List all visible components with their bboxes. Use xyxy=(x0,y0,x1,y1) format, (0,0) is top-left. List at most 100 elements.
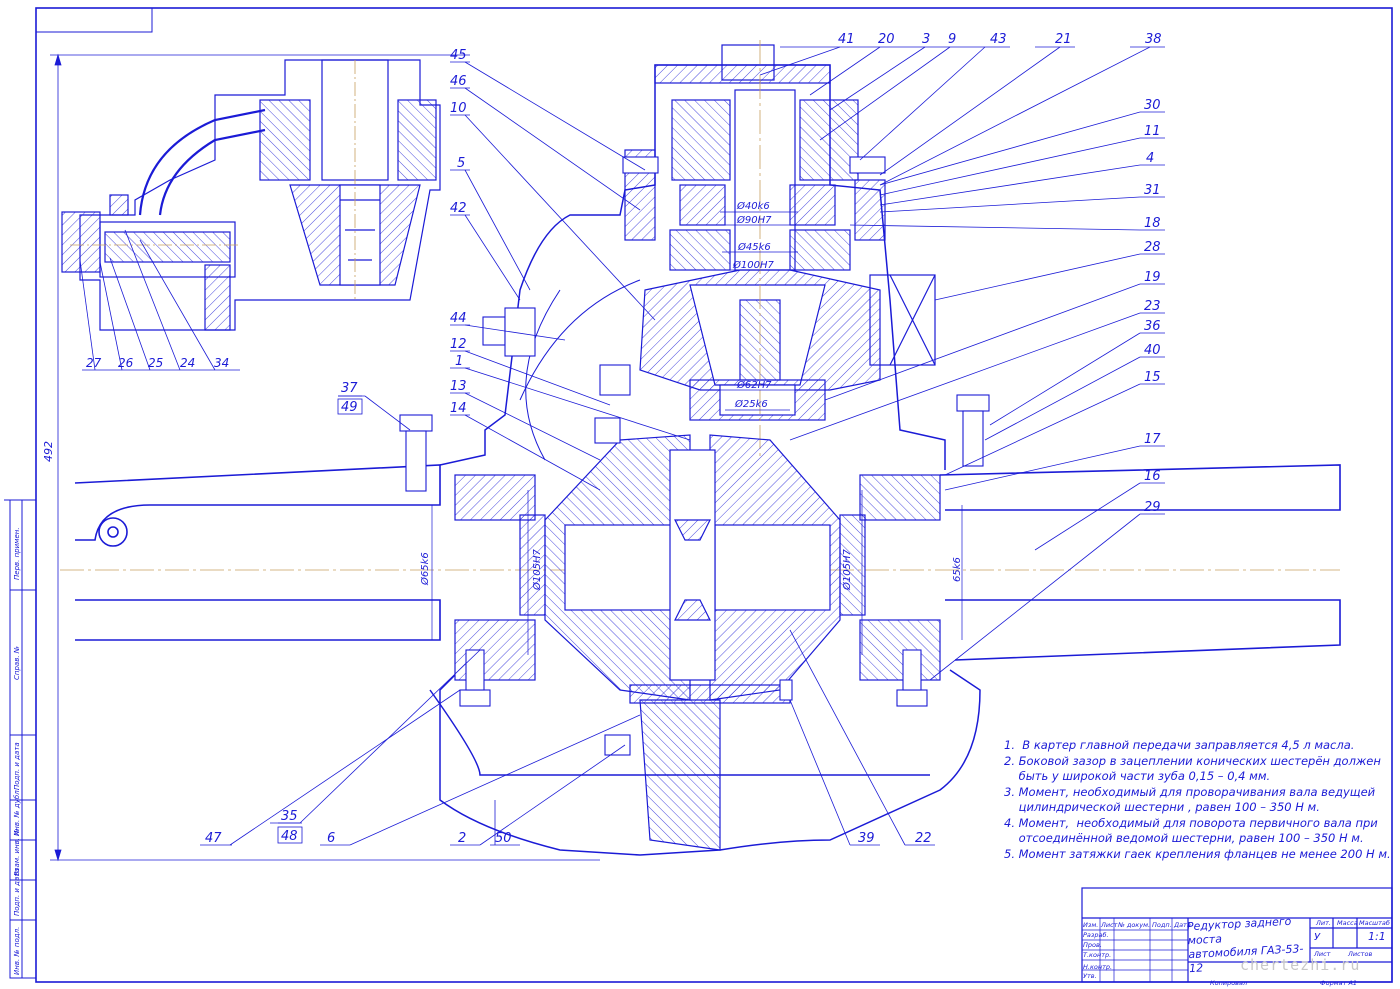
callout-label: 13 xyxy=(450,379,467,394)
callout-label: 29 xyxy=(1144,500,1161,515)
callout-label: 45 xyxy=(450,48,467,63)
callout-label: 4 xyxy=(1146,151,1154,166)
side-stamp-label: Инв. № подл. xyxy=(13,927,21,975)
callout-label: 46 xyxy=(450,74,467,89)
scale-label: Масштаб xyxy=(1359,919,1390,927)
row-header-list: Лист xyxy=(1101,921,1118,929)
format-label: Формат А1 xyxy=(1320,979,1358,987)
callout-label: 18 xyxy=(1144,216,1161,231)
note-line: 2. Боковой зазор в зацеплении конических… xyxy=(1004,753,1381,768)
side-stamp-label: Справ. № xyxy=(13,646,21,680)
fit-f90h7: Ø90H7 xyxy=(736,214,772,226)
callout-label: 43 xyxy=(990,32,1007,47)
inset-leaders xyxy=(79,229,240,371)
callout-label: 6 xyxy=(327,831,335,846)
mass-label: Масса xyxy=(1337,919,1358,927)
note-line: 4. Момент, необходимый для поворота перв… xyxy=(1004,815,1378,830)
inset-callouts: 27 26 25 24 34 xyxy=(86,356,229,370)
callout-label: 19 xyxy=(1144,270,1161,285)
callout-label: 20 xyxy=(878,32,895,47)
fit-f40k6: Ø40k6 xyxy=(736,200,770,212)
fit-f105h7-right: Ø105H7 xyxy=(841,549,853,591)
callout-label: 24 xyxy=(180,356,195,370)
callout-label: 37 xyxy=(341,381,358,396)
copied-label: Копировал xyxy=(1210,979,1248,987)
side-stamp-label: Подп. и дата xyxy=(13,868,21,916)
callout-label: 3 xyxy=(922,32,930,47)
callout-label: 40 xyxy=(1144,343,1161,358)
role-tech-control: Т.контр. xyxy=(1083,951,1112,959)
pinion-section xyxy=(624,44,936,421)
row-header-doc: № докум. xyxy=(1118,921,1151,929)
role-norm-control: Н.контр. xyxy=(1083,963,1113,971)
callout-label: 23 xyxy=(1144,299,1161,314)
differential-carrier xyxy=(454,434,941,851)
fit-f25k6: Ø25k6 xyxy=(734,398,768,410)
callout-label: 5 xyxy=(457,156,465,171)
note-line: 3. Момент, необходимый для проворачивани… xyxy=(1004,784,1376,799)
callout-label: 15 xyxy=(1144,370,1161,385)
dimension-492: 492 xyxy=(42,441,55,462)
note-line: отсоединённой ведомой шестерни, равен 10… xyxy=(1004,831,1364,845)
callouts-top: 41 20 3 9 43 21 38 xyxy=(838,32,1162,47)
fit-f65k6-right: 65k6 xyxy=(952,557,963,582)
callout-label: 10 xyxy=(450,101,467,116)
row-header-date: Дата xyxy=(1174,921,1191,929)
callout-label: 22 xyxy=(915,831,932,846)
callout-label: 31 xyxy=(1144,183,1161,198)
fit-f100h7: Ø100H7 xyxy=(732,259,774,271)
fit-f45k6: Ø45k6 xyxy=(737,241,771,253)
callout-label: 25 xyxy=(148,356,163,370)
technical-notes: 1. В картер главной передачи заправляетс… xyxy=(1004,738,1391,862)
callout-label: 39 xyxy=(858,831,875,846)
axle-tube xyxy=(74,464,1341,661)
callout-label: 16 xyxy=(1144,469,1161,484)
row-header-sign: Подп. xyxy=(1152,921,1172,929)
role-approver: Утв. xyxy=(1083,972,1097,980)
fit-labels: Ø40k6 Ø90H7 Ø45k6 Ø100H7 Ø62H7 Ø25k6 Ø65… xyxy=(419,200,963,591)
callout-label: 35 xyxy=(281,809,298,824)
callout-label: 21 xyxy=(1055,32,1072,47)
callout-label: 36 xyxy=(1144,319,1161,334)
callout-label: 9 xyxy=(948,32,956,47)
callout-label: 26 xyxy=(118,356,134,370)
callout-label: 48 xyxy=(281,829,298,844)
side-stamp-label: Перв. примен. xyxy=(13,527,21,580)
leaders-bottom xyxy=(200,629,935,846)
callout-label: 14 xyxy=(450,401,467,416)
lit-value: У xyxy=(1314,932,1321,943)
leaders-right xyxy=(789,111,1165,681)
callout-label: 30 xyxy=(1144,98,1161,113)
scale-value: 1:1 xyxy=(1368,930,1386,943)
callout-label: 47 xyxy=(205,831,222,846)
note-line: 5. Момент затяжки гаек крепления фланцев… xyxy=(1004,846,1391,861)
callouts-right: 30 11 4 31 18 28 19 23 36 40 15 17 16 29 xyxy=(1144,98,1161,515)
callout-label: 27 xyxy=(86,356,102,370)
note-line: цилиндрической шестерни , равен 100 – 35… xyxy=(1004,800,1320,814)
side-stamp-label: Взам. инв. № xyxy=(13,828,21,876)
callouts-bottom: 47 6 2 50 39 22 xyxy=(205,831,932,846)
callout-label: 38 xyxy=(1145,32,1162,47)
lit-label: Лит. xyxy=(1316,919,1331,927)
note-line: 1. В картер главной передачи заправляетс… xyxy=(1004,738,1355,752)
role-developer: Разраб. xyxy=(1083,931,1109,939)
note-line: быть у широкой части зуба 0,15 – 0,4 мм. xyxy=(1004,769,1271,783)
fit-f65k6-left: Ø65k6 xyxy=(419,552,431,586)
callout-35-48: 35 48 xyxy=(277,809,303,844)
inset-view xyxy=(61,59,441,331)
leaders-top xyxy=(759,46,1165,186)
fit-dimensions xyxy=(431,211,963,655)
callout-label: 44 xyxy=(450,311,467,326)
bolts xyxy=(399,156,990,756)
sheets-label: Листов xyxy=(1348,950,1373,958)
fit-f62h7: Ø62H7 xyxy=(736,379,772,391)
role-checker: Пров. xyxy=(1083,941,1102,949)
fit-f105h7-left: Ø105H7 xyxy=(531,549,543,591)
side-stamp-label: Подп. и дата xyxy=(13,742,21,790)
leaders-left xyxy=(338,61,691,491)
side-stamp-label: Инв. № дубл. xyxy=(13,788,21,836)
callout-37-49: 37 49 xyxy=(337,381,363,415)
callouts-left: 45 46 10 5 42 44 12 1 13 14 xyxy=(450,48,467,416)
callout-label: 2 xyxy=(458,831,466,846)
callout-label: 34 xyxy=(214,356,229,370)
